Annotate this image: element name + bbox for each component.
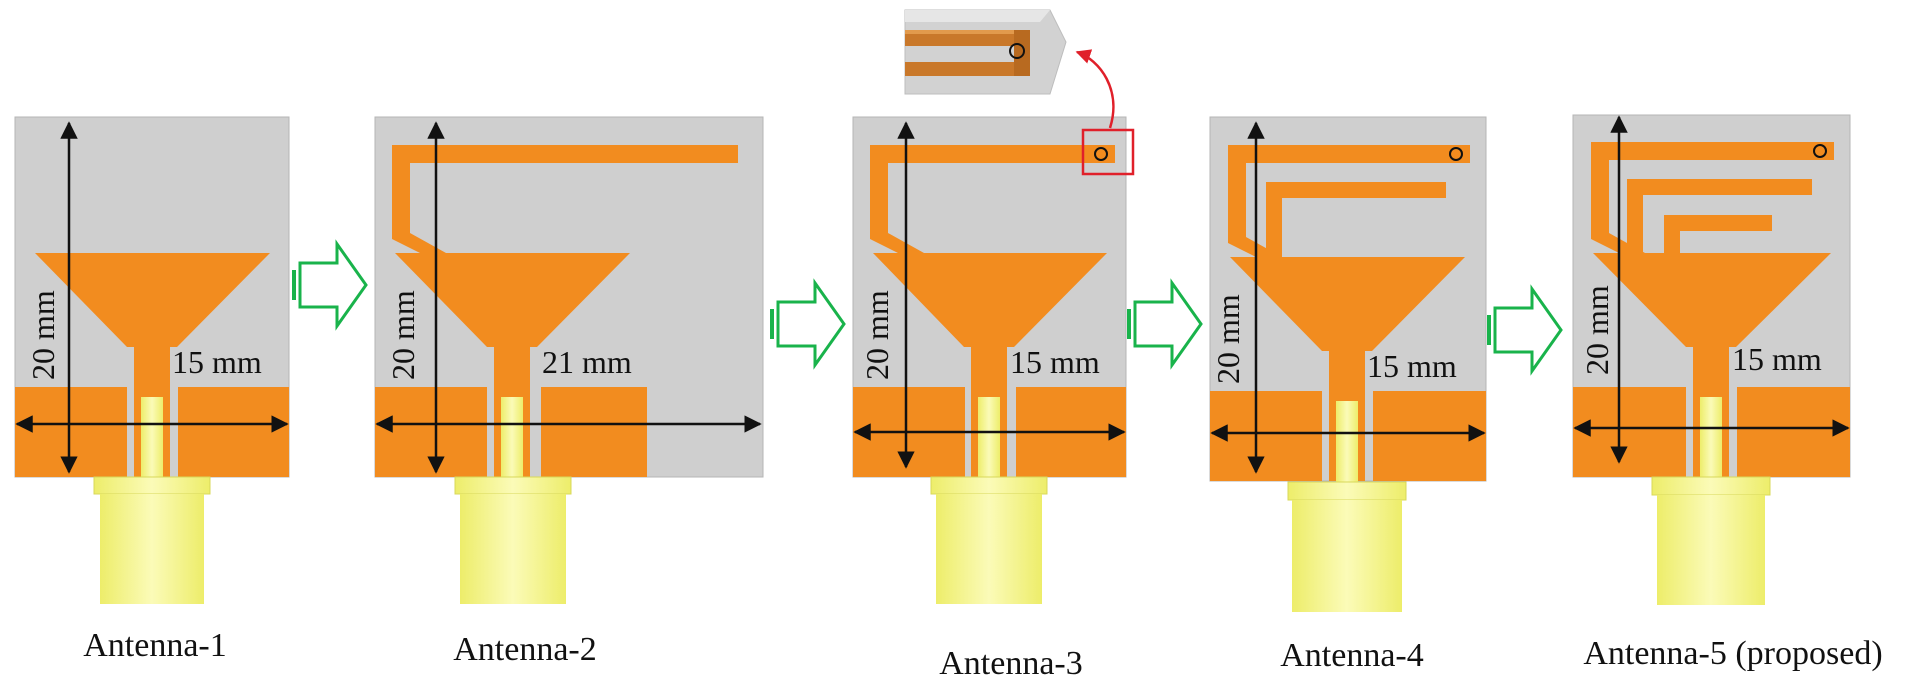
ground-plane-right [541,387,647,477]
antenna-caption: Antenna-5 (proposed) [1583,635,1882,672]
ground-plane-right [1737,387,1850,477]
middle-l-strip [1627,179,1812,253]
sma-connector-body [460,494,566,604]
shorting-via [1813,144,1827,158]
feed-pin [1700,397,1722,477]
ground-plane-right [1373,391,1486,481]
callout-arrow [1075,49,1115,129]
triangular-radiator [395,253,630,347]
ground-plane-right [178,387,289,477]
feed-pin [978,397,1000,477]
width-label: 15 mm [1367,348,1457,384]
antenna-1: 20 mm 15 mm Antenna-1 [14,116,290,664]
inverted-l-strip [392,145,738,253]
triangular-radiator [873,253,1107,347]
evolution-arrow-icon [770,278,846,370]
inverted-l-strip [870,145,1115,253]
sma-connector-body [1657,495,1765,605]
sma-connector-flange [930,476,1048,495]
triangular-radiator [35,253,270,347]
triangular-radiator [1593,253,1831,347]
antenna-caption: Antenna-1 [83,627,227,664]
antenna-3: 20 mm 15 mm Antenna-3 [852,9,1135,682]
ground-plane-left [1210,391,1322,481]
height-label: 20 mm [1210,294,1246,384]
feed-pin [501,397,523,477]
antenna-2: 20 mm 21 mm Antenna-2 [374,116,764,668]
evolution-arrow-icon [292,239,368,331]
inner-l-strip [1266,182,1446,257]
sma-connector-flange [454,476,572,495]
width-label: 21 mm [542,344,632,380]
antenna-caption: Antenna-2 [453,631,597,668]
sma-connector-flange [1287,481,1407,501]
via-3d-inset [904,9,1067,95]
feed-pin [1336,401,1358,485]
ground-plane-left [1573,387,1686,477]
evolution-arrow-icon [1127,278,1203,370]
sma-connector-flange [93,476,211,495]
sma-connector-body [936,494,1042,604]
height-label: 20 mm [25,290,61,380]
zoom-highlight-box [1081,128,1135,176]
ground-plane-left [15,387,127,477]
sma-connector-flange [1651,476,1771,496]
shorting-via [1449,147,1463,161]
antenna-caption: Antenna-3 [939,645,1083,682]
height-label: 20 mm [1579,285,1615,375]
inner-l-strip [1664,215,1772,253]
height-label: 20 mm [385,290,421,380]
height-label: 20 mm [859,290,895,380]
ground-plane-left [375,387,487,477]
antenna-5: 20 mm 15 mm Antenna-5 (proposed) [1572,114,1883,672]
evolution-arrow-icon [1487,284,1563,376]
width-label: 15 mm [1010,344,1100,380]
antenna-4: 20 mm 15 mm Antenna-4 [1209,116,1487,674]
width-label: 15 mm [172,344,262,380]
shorting-via [1094,147,1108,161]
width-label: 15 mm [1732,341,1822,377]
sma-connector-body [100,494,204,604]
triangular-radiator [1230,257,1465,351]
feed-pin [141,397,163,477]
antenna-caption: Antenna-4 [1280,637,1424,674]
sma-connector-body [1292,500,1402,612]
